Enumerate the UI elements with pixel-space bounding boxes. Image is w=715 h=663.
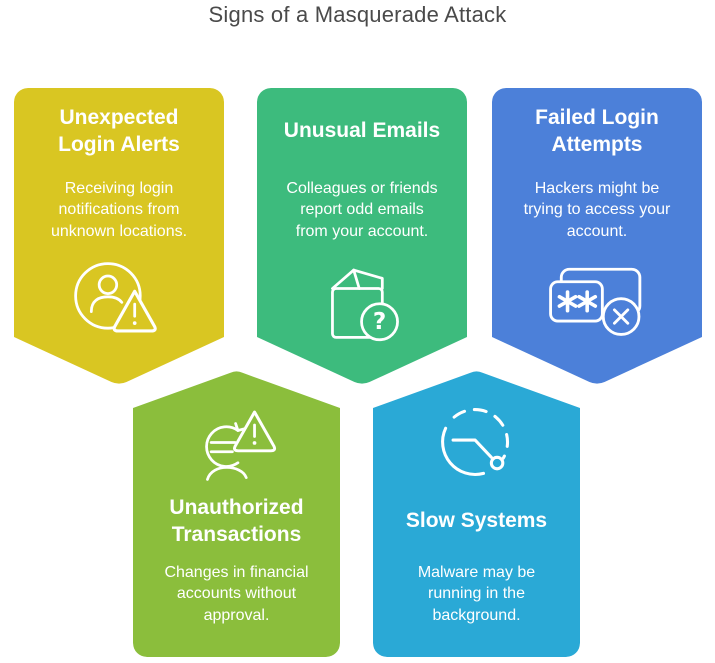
card-slow-systems: Slow Systems Malware may be running in t… — [373, 370, 580, 657]
card-title: Unauthorized Transactions — [169, 495, 304, 546]
card-title: Failed Login Attempts — [535, 105, 659, 156]
page-title: Signs of a Masquerade Attack — [208, 2, 507, 27]
password-error-icon — [547, 242, 647, 386]
card-description: Hackers might be trying to access your a… — [523, 180, 671, 240]
card-description: Receiving login notifications from unkno… — [50, 180, 188, 240]
card-title: Slow Systems — [405, 509, 548, 533]
card-description: Colleagues or friends report odd emails … — [286, 180, 438, 240]
card-title: Unusual Emails — [283, 119, 441, 143]
svg-text:?: ? — [373, 310, 386, 336]
card-description: Malware may be running in the background… — [417, 564, 536, 624]
package-question-icon: ? — [314, 242, 410, 386]
clock-slow-icon — [427, 398, 527, 486]
euro-alert-icon — [189, 398, 285, 486]
card-failed-login-attempts: Failed Login Attempts Hackers might be t… — [492, 88, 702, 386]
card-unauthorized-transactions: Unauthorized Transactions Changes in fin… — [133, 370, 340, 657]
card-title: Unexpected Login Alerts — [58, 105, 180, 156]
user-alert-icon — [71, 242, 167, 386]
card-unexpected-login-alerts: Unexpected Login Alerts Receiving login … — [14, 88, 224, 386]
card-unusual-emails: Unusual Emails Colleagues or friends rep… — [257, 88, 467, 386]
card-description: Changes in financial accounts without ap… — [164, 564, 309, 624]
